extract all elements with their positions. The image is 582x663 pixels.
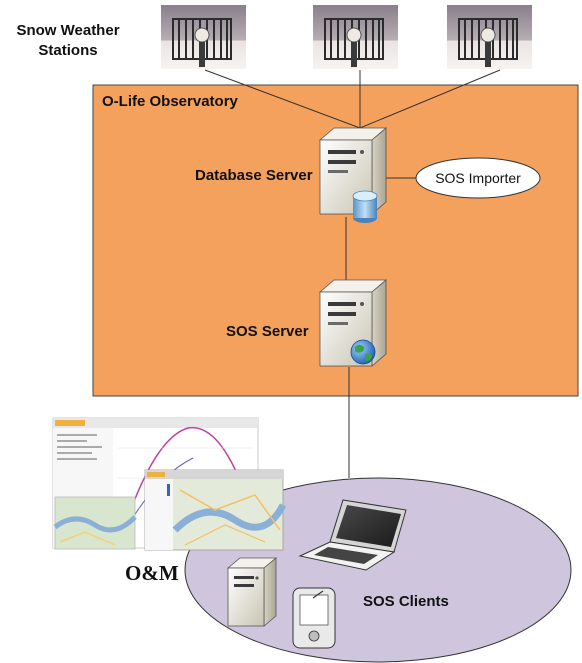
connector-lines	[204, 69, 501, 478]
stations-label-line2: Stations	[38, 42, 97, 59]
sos-importer-ellipse	[415, 157, 541, 199]
laptop-icon	[298, 499, 407, 571]
database-cylinder-icon	[352, 190, 378, 223]
weather-station-photo-2	[313, 5, 398, 69]
stations-label-line1: Snow Weather	[16, 22, 119, 39]
database-server-label: Database Server	[195, 167, 313, 184]
globe-icon	[350, 339, 376, 365]
line-station3-db	[359, 69, 501, 129]
weather-station-photo-1	[161, 5, 246, 69]
sos-server-icon	[318, 279, 388, 367]
handheld-device-icon	[292, 587, 336, 649]
om-label: O&M	[125, 561, 179, 585]
screenshot-map-client-2	[144, 469, 287, 551]
desktop-computer-icon	[226, 557, 278, 627]
line-station1-db	[204, 69, 361, 129]
sos-clients-label: SOS Clients	[363, 593, 449, 610]
screenshot-map-client-1	[53, 496, 137, 550]
weather-station-photo-3	[447, 5, 532, 69]
sos-server-label: SOS Server	[226, 323, 309, 340]
sos-importer-label: SOS Importer	[435, 170, 521, 186]
observatory-label: O-Life Observatory	[102, 93, 239, 110]
